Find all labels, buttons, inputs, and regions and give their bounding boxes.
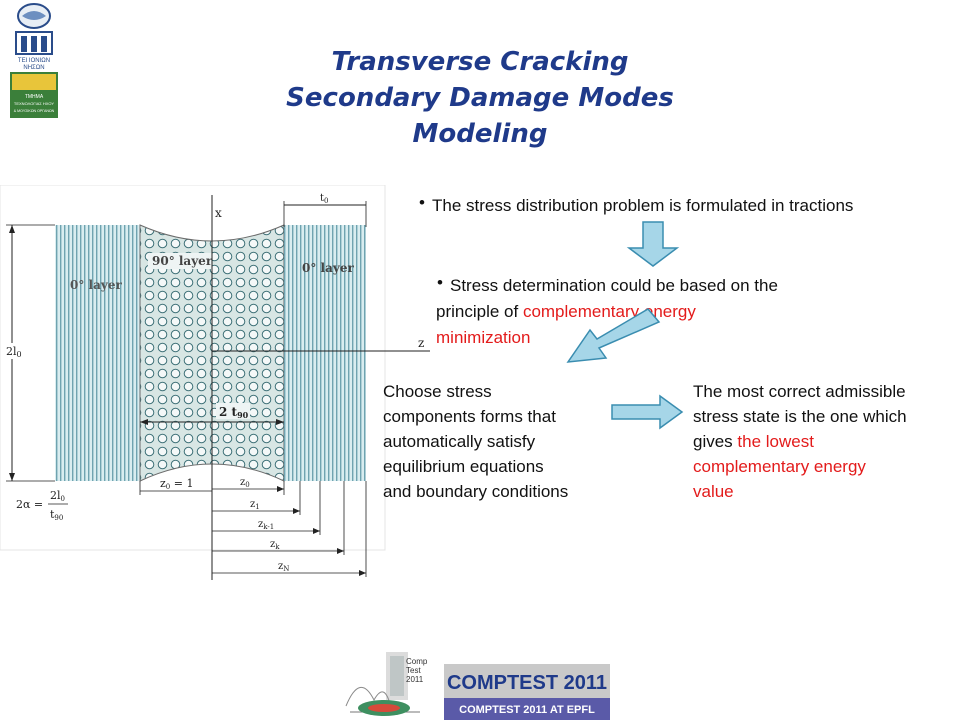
admissible-stress-text: The most correct admissible stress state…: [693, 382, 907, 501]
bullet-1: The stress distribution problem is formu…: [432, 196, 854, 215]
bullet-2-line-2: principle of complementary energy: [436, 302, 696, 321]
slide-title: Transverse Cracking Secondary Damage Mod…: [200, 44, 760, 152]
choose-stress-text: Choose stress components forms that auto…: [383, 382, 569, 501]
logo-line2: ΝΗΣΩΝ: [23, 65, 44, 71]
badge-year: 2011: [406, 675, 424, 684]
z-axis-label: z: [418, 336, 424, 350]
t0-label: t0: [320, 193, 329, 205]
badge-test: Test: [406, 666, 421, 675]
bullet-dot-2: •: [437, 273, 443, 292]
comptest-footer: Comp Test 2011 COMPTEST 2011 COMPTEST 20…: [344, 648, 610, 720]
z0-equals-1-label: z0 = 1: [160, 477, 193, 491]
two-l0-label: 2l0: [6, 345, 22, 359]
alpha-numerator: 2l0: [50, 489, 65, 503]
z1-label: z1: [250, 499, 260, 511]
zk-label: zk: [270, 539, 280, 551]
zk-1-label: zk-1: [258, 519, 274, 531]
badge-comp: Comp: [406, 657, 428, 666]
sub-brand-box: [444, 698, 610, 720]
z0-label: z0: [240, 477, 250, 489]
right-arrow: [611, 394, 684, 430]
x-axis-label: x: [215, 206, 222, 220]
laminate-diagram: 0° layer 90° layer 0° layer x z t0 2l0 2…: [0, 185, 430, 580]
footer-sub: COMPTEST 2011 AT EPFL: [459, 704, 595, 716]
left-layer-label: 0° layer: [70, 278, 122, 292]
two-t90-label: 2 t90: [219, 405, 249, 420]
middle-layer-label: 90° layer: [152, 254, 213, 268]
logo-line4: ΤΕΧΝΟΛΟΓΙΑΣ ΗΧΟΥ: [14, 101, 55, 106]
title-line-2: Secondary Damage Modes: [286, 83, 674, 113]
title-line-1: Transverse Cracking: [331, 47, 629, 77]
alpha-lhs: 2α =: [16, 498, 43, 511]
footer-brand: COMPTEST 2011: [447, 672, 607, 694]
bullet-dot-1: •: [419, 193, 425, 212]
logo-line1: ΤΕΙ ΙΟΝΙΩΝ: [18, 58, 50, 64]
zN-label: zN: [278, 561, 289, 573]
right-0-layer: [284, 225, 366, 481]
logo-line3: ΤΜΗΜΑ: [25, 94, 44, 100]
left-0-layer: [55, 225, 140, 481]
brand-box: [444, 664, 610, 698]
comptest-badge: Comp Test 2011: [344, 648, 428, 718]
university-logo: ΤΕΙ ΙΟΝΙΩΝ ΝΗΣΩΝ ΤΜΗΜΑ ΤΕΧΝΟΛΟΓΙΑΣ ΗΧΟΥ …: [10, 3, 58, 118]
bullet-2-line-1: Stress determination could be based on t…: [450, 276, 778, 295]
right-layer-label: 0° layer: [302, 261, 354, 275]
bullet-2-line-3: minimization: [436, 328, 531, 347]
down-arrow: [626, 221, 680, 267]
logo-line5: & ΜΟΥΣΙΚΩΝ ΟΡΓΑΝΩΝ: [14, 109, 55, 113]
title-line-3: Modeling: [412, 119, 548, 149]
alpha-denominator: t90: [50, 508, 63, 522]
